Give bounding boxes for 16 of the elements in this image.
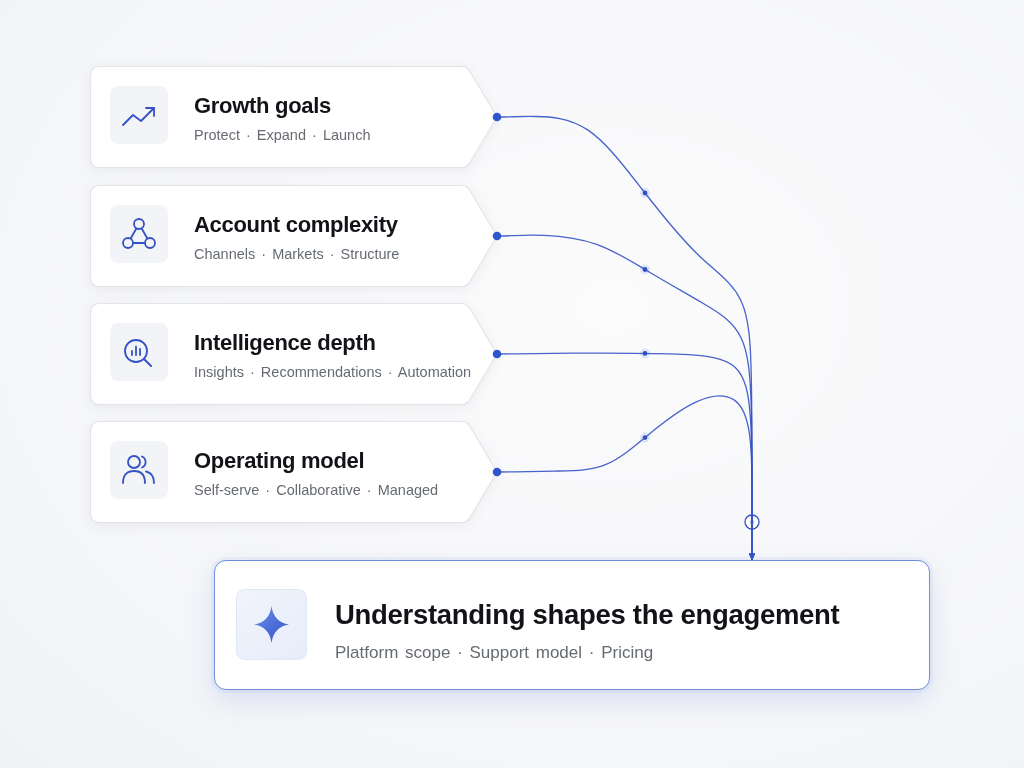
card-subtitle: Platform scope · Support model · Pricing: [335, 643, 654, 663]
card-subtitle: Self-serve · Collaborative · Managed: [194, 482, 439, 499]
chevron-card: [90, 421, 498, 523]
card-title: Account complexity: [194, 212, 398, 238]
card-subtitle: Channels · Markets · Structure: [194, 246, 400, 263]
card-title: Understanding shapes the engagement: [335, 598, 840, 631]
card-subtitle: Insights · Recommendations · Automation: [194, 364, 472, 381]
card-title: Intelligence depth: [194, 330, 376, 356]
connector-line: [497, 395, 756, 561]
chevron-card: [90, 185, 498, 287]
card-title: Growth goals: [194, 93, 331, 119]
card-subtitle: Protect · Expand · Launch: [194, 127, 371, 144]
chevron-card: [90, 303, 498, 405]
chevron-card: [90, 66, 498, 168]
card-title: Operating model: [194, 448, 365, 474]
result-card: [214, 560, 930, 690]
